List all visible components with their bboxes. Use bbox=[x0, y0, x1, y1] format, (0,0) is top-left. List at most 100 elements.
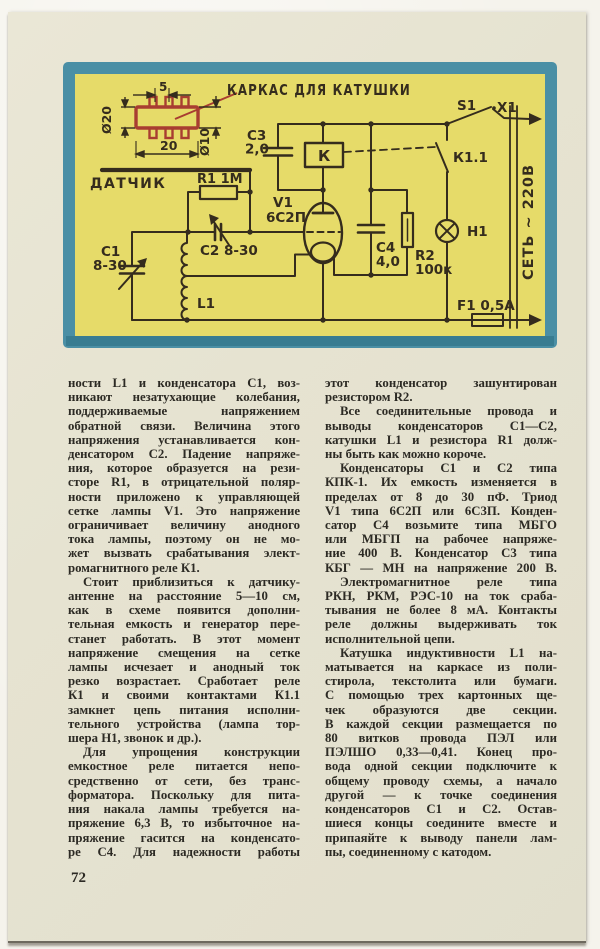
coil-l1 bbox=[180, 231, 188, 321]
text-line: общему проводу схемы, а начало bbox=[325, 773, 557, 788]
text-line: V1 типа 6С2П или 6С3П. Конден- bbox=[325, 503, 557, 518]
switch-s1-blade bbox=[446, 106, 492, 125]
text-line: конденсаторов С1 и С2. Остав- bbox=[325, 802, 557, 817]
text-line: исполнительной цепи. bbox=[325, 631, 455, 646]
text-line: тывания не более 8 мА. Контакты bbox=[325, 603, 557, 618]
text-line: Стоит приблизиться к датчику- bbox=[83, 574, 300, 589]
text-line: Для упрощения конструкции bbox=[83, 745, 300, 760]
text-line: тельная емкость и генератор пере- bbox=[68, 617, 300, 632]
text-line: ограничивает величину анодного bbox=[68, 518, 300, 533]
text-line: ния, которое образуется на рези- bbox=[68, 461, 300, 476]
text-line: или МБГП на рабочее напряже- bbox=[325, 532, 557, 547]
text-line: КБГ — МН на напряжение 200 В. bbox=[325, 560, 557, 575]
text-line: ПЭЛШО 0,33—0,41. Конец про- bbox=[325, 745, 557, 760]
text-line: РКН, РКМ, РЭС-10 на ток сраба- bbox=[325, 589, 557, 604]
text-line: тельного устройства (лампа тор- bbox=[68, 716, 300, 731]
text-line: ния накала лампы требуется на- bbox=[68, 802, 300, 817]
c1-value-label: 8-30 bbox=[93, 258, 127, 274]
text-line: реле должны выдерживать ток bbox=[325, 617, 557, 632]
text-line: Катушка индуктивности L1 на- bbox=[340, 645, 557, 660]
text-line: С помощью трех картонных ще- bbox=[325, 688, 557, 703]
mains-arrow-top bbox=[529, 113, 542, 125]
text-line: В каждой секции размещается по bbox=[325, 716, 557, 731]
text-line: тока лампы, поэтому он не мо- bbox=[68, 532, 300, 547]
text-line: резистором R2. bbox=[325, 390, 413, 405]
text-line: как в схеме появится дополни- bbox=[68, 603, 300, 618]
text-line: обратной связи. Величина этого bbox=[68, 418, 300, 433]
text-line: Электромагнитное реле типа bbox=[340, 574, 557, 589]
f1-label: F1 0,5А bbox=[457, 298, 515, 314]
text-line: ромагнитного реле К1. bbox=[68, 560, 200, 575]
v1-type-label: 6С2П bbox=[266, 210, 306, 226]
text-line: припаяйте к выводу панели лам- bbox=[325, 830, 557, 845]
text-line: средственно от сети, без транс- bbox=[68, 773, 300, 788]
x1-label: Х1 bbox=[497, 100, 517, 116]
k11-label: К1.1 bbox=[453, 150, 488, 166]
text-line: К1 и своими контактами К1.1 bbox=[68, 688, 300, 703]
text-line: напряжение смещения на сетке bbox=[68, 645, 300, 660]
text-line: ние 400 В. Конденсатор С3 типа bbox=[325, 546, 557, 561]
pointer-line bbox=[174, 92, 238, 120]
trimmer-c2-arrow bbox=[211, 218, 230, 246]
schematic-background bbox=[75, 74, 545, 336]
text-line: КПК-1. Их емкость изменяется в bbox=[325, 475, 557, 490]
text-line: пы, соединенному с катодом. bbox=[325, 844, 492, 859]
coil-former-drawing bbox=[134, 92, 238, 140]
text-line: сторе R1, в отрицательной поляр- bbox=[68, 475, 300, 490]
text-line: сетке лампы V1. Это напряжение bbox=[68, 503, 300, 518]
text-line: этот конденсатор зашунтирован bbox=[325, 376, 557, 390]
text-line: Все соединительные провода и bbox=[340, 404, 557, 419]
text-line: антенне на расстояние 5—10 см, bbox=[68, 589, 300, 604]
c2-arrowhead bbox=[209, 214, 219, 225]
c3-value-label: 2,0 bbox=[245, 142, 269, 158]
text-line: поддерживаемые напряжением bbox=[68, 404, 300, 419]
resistor-r1-box bbox=[198, 184, 239, 201]
mains-arrow-bottom bbox=[529, 314, 542, 326]
text-line: емкостное реле питается непо- bbox=[68, 759, 300, 774]
text-line: стирола, текстолита или бумаги. bbox=[325, 674, 557, 689]
text-line: сатор С4 возьмите типа МБГО bbox=[325, 518, 557, 533]
text-line: шиеся концы соедините вместе и bbox=[325, 816, 557, 831]
text-line: матывается на каркасе из поли- bbox=[325, 660, 557, 675]
dim-5-label: 5 bbox=[159, 80, 167, 94]
s1-label: S1 bbox=[457, 98, 476, 114]
relay-k-label: К bbox=[318, 147, 331, 165]
dim-20-label: 20 bbox=[160, 138, 178, 153]
c2-label: С2 8-30 bbox=[200, 243, 258, 259]
c3-name-label: С3 bbox=[247, 128, 266, 144]
text-line: лампы исчезает и анодный ток bbox=[68, 660, 300, 675]
text-line: пряжение 6,3 В, то избыточное на- bbox=[68, 816, 300, 831]
text-line: резко возрастает. Сработает реле bbox=[68, 674, 300, 689]
text-line: чек образуются две секции. bbox=[325, 702, 557, 717]
text-line: Конденсаторы С1 и С2 типа bbox=[340, 461, 557, 476]
text-line: денсатором С2. Падение напряже- bbox=[68, 447, 300, 462]
l1-label: L1 bbox=[197, 296, 215, 312]
text-line: станет работать. В этот момент bbox=[68, 631, 300, 646]
contact-k11-blade bbox=[435, 142, 449, 173]
text-line: ности L1 и конденсатора С1, воз- bbox=[68, 376, 300, 390]
mains-label: СЕТЬ ~ 220В bbox=[521, 164, 537, 280]
circuit-markers bbox=[137, 106, 542, 326]
text-line: другой — к точке соединения bbox=[325, 787, 557, 802]
relay-link-dashed bbox=[343, 146, 436, 153]
text-line: напряжения устанавливается кон- bbox=[68, 432, 300, 447]
article-column-left: ности L1 и конденсатора С1, воз-никают н… bbox=[68, 376, 300, 859]
text-line: шера Н1, звонок и др.). bbox=[68, 731, 202, 746]
schematic-title: КАРКАС ДЛЯ КАТУШКИ bbox=[227, 81, 411, 99]
v1-name-label: V1 bbox=[273, 195, 293, 211]
r2-value-label: 100к bbox=[415, 262, 452, 278]
h1-label: Н1 bbox=[467, 224, 488, 240]
page-number: 72 bbox=[71, 870, 86, 886]
circuit-schematic: 5 Ø20 20 Ø10 КАРКАС ДЛЯ КАТУШКИ bbox=[63, 62, 557, 348]
text-line: катушки L1 и резистора R1 долж- bbox=[325, 432, 557, 447]
text-line: форматора. Поскольку для пита- bbox=[68, 787, 300, 802]
r2-name-label: R2 bbox=[415, 248, 435, 264]
dim-d10-label: Ø10 bbox=[197, 128, 212, 156]
dim-d20-label: Ø20 bbox=[99, 106, 114, 134]
text-line: пределах от 8 до 30 пФ. Триод bbox=[325, 489, 557, 504]
sensor-label: ДАТЧИК bbox=[90, 176, 166, 192]
text-line: вода одной секции подключите к bbox=[325, 759, 557, 774]
text-line: ны быть как можно короче. bbox=[325, 447, 487, 462]
circuit-wires bbox=[99, 105, 531, 329]
